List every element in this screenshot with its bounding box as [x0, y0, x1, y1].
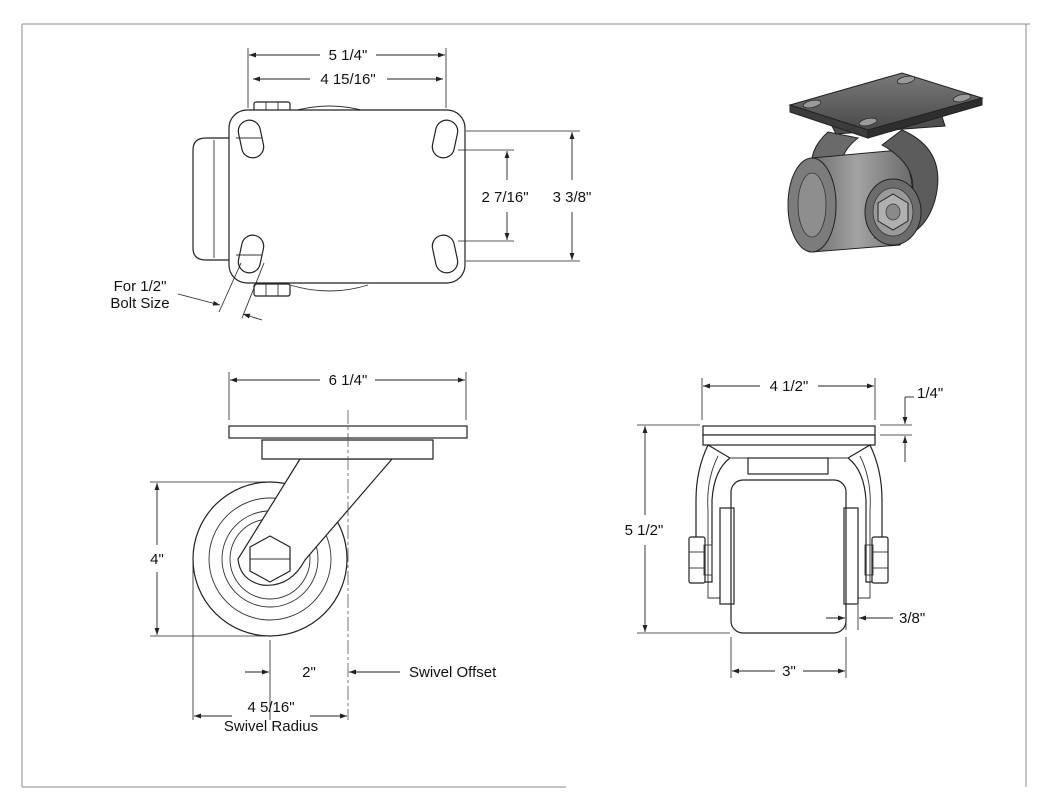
dim-swivel-offset-value: 2": [302, 664, 316, 681]
dim-swivel-radius-value: 4 5/16": [247, 699, 294, 716]
bolt-note-line2: Bolt Size: [110, 295, 169, 312]
dim-front-wheel-width: 3": [782, 663, 796, 680]
iso-view: [787, 72, 984, 253]
bolt-note-line1: For 1/2": [114, 278, 167, 295]
dim-top-overall-depth: 3 3/8": [553, 189, 592, 206]
dim-front-plate-width: 4 1/2": [770, 378, 809, 395]
top-view: 5 1/4" 4 15/16" 2 7/16" 3 3/8" For 1/2" …: [110, 47, 592, 321]
dim-top-bolt-spacing-y: 2 7/16": [481, 189, 528, 206]
sheet-frame: [21, 23, 1030, 788]
dim-front-plate-thickness: 1/4": [917, 385, 943, 402]
side-view: 6 1/4" 4" 2" Swivel Offset 4 5/16" Swive…: [150, 372, 497, 735]
dim-front-overall-height: 5 1/2": [625, 522, 664, 539]
dim-top-overall-width: 5 1/4": [329, 47, 368, 64]
dim-swivel-offset-label: Swivel Offset: [409, 664, 497, 681]
front-view: 4 1/2" 1/4" 5 1/2" 3" 3/8": [625, 378, 943, 680]
dim-front-axle-clearance: 3/8": [899, 610, 925, 627]
dim-top-bolt-spacing-x: 4 15/16": [320, 71, 375, 88]
dim-side-wheel-dia: 4": [150, 551, 164, 568]
dim-swivel-radius-label: Swivel Radius: [224, 718, 318, 735]
dim-side-plate-width: 6 1/4": [329, 372, 368, 389]
